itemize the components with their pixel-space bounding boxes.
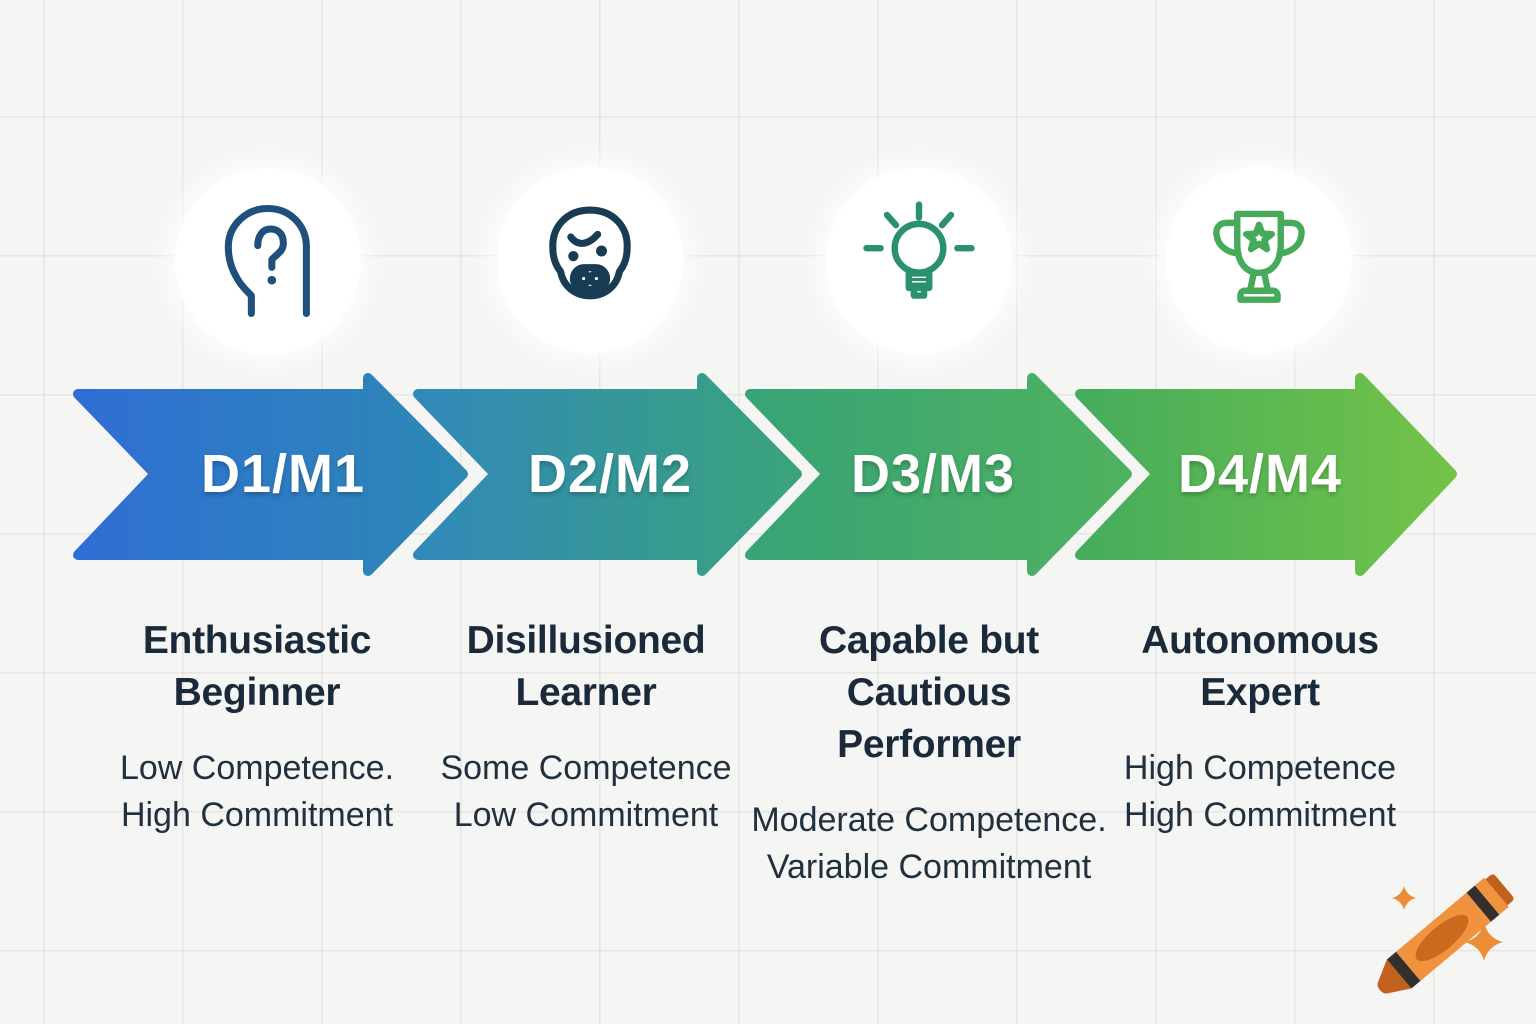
stage2-desc-line2: Low Commitment bbox=[453, 796, 719, 834]
bulb-filament-lines bbox=[907, 273, 931, 286]
stage4-title: Autonomous Expert bbox=[1050, 615, 1470, 719]
stage3-desc-line1: Moderate Competence. bbox=[751, 801, 1107, 839]
stage3-title: Capable but Cautious Performer bbox=[719, 615, 1139, 771]
stage4-title-line1: Autonomous bbox=[1141, 619, 1379, 662]
trophy-outline bbox=[1213, 210, 1305, 303]
stage4-desc-line1: High Competence bbox=[1123, 749, 1397, 787]
head-question-icon bbox=[224, 205, 310, 317]
stage1-desc-line2: High Commitment bbox=[120, 796, 394, 834]
stage1-title-line1: Enthusiastic bbox=[142, 619, 372, 662]
trophy-icon bbox=[1213, 210, 1305, 303]
stage3-desc-line2: Variable Commitment bbox=[766, 848, 1092, 886]
arrow-label-d2: D2/M2 bbox=[527, 444, 693, 504]
crayon-body-group bbox=[1377, 874, 1514, 994]
right-eye bbox=[596, 245, 608, 257]
stage3-description: Moderate Competence. Variable Commitment bbox=[719, 797, 1139, 891]
question-dot bbox=[267, 275, 277, 285]
stage3-title-line1: Capable but bbox=[819, 619, 1039, 662]
stage2-column: Disillusioned Learner Some Competence Lo… bbox=[376, 615, 796, 839]
arrow-d3 bbox=[745, 373, 1132, 576]
left-eye bbox=[568, 251, 579, 262]
arrow-d1 bbox=[73, 373, 468, 576]
stage4-column: Autonomous Expert High Competence High C… bbox=[1050, 615, 1470, 839]
stage2-title: Disillusioned Learner bbox=[376, 615, 796, 719]
stage4-icon-circle bbox=[1166, 167, 1352, 353]
sparkle-large-icon bbox=[1465, 923, 1503, 961]
crayon-tip bbox=[1377, 959, 1412, 994]
arrow-label-d4: D4/M4 bbox=[1177, 444, 1343, 504]
stage3-icon-circle bbox=[826, 168, 1012, 354]
crayon-label-oval bbox=[1415, 914, 1469, 962]
stage1-desc-line1: Low Competence. bbox=[119, 749, 395, 787]
crayon-stripe-front bbox=[1386, 951, 1421, 989]
stage2-icon-circle bbox=[497, 167, 683, 353]
stage3-title-line3: Performer bbox=[837, 723, 1021, 766]
stage1-title: Enthusiastic Beginner bbox=[47, 615, 467, 719]
sparkle-small-icon bbox=[1392, 886, 1416, 910]
crayon-icon bbox=[1377, 874, 1514, 994]
stage3-column: Capable but Cautious Performer Moderate … bbox=[719, 615, 1139, 891]
stage2-title-line2: Learner bbox=[515, 671, 657, 714]
stage2-desc-line1: Some Competence bbox=[440, 749, 732, 787]
stage1-description: Low Competence. High Commitment bbox=[47, 745, 467, 839]
face-outline bbox=[549, 206, 631, 300]
crayon-end-cap bbox=[1485, 874, 1514, 906]
lightbulb-icon bbox=[863, 201, 975, 299]
stage4-desc-line2: High Commitment bbox=[1123, 796, 1397, 834]
crayon-stripe-back bbox=[1466, 885, 1500, 922]
stage1-icon-circle bbox=[175, 168, 361, 354]
crayon-end-body bbox=[1474, 877, 1509, 915]
stage2-description: Some Competence Low Commitment bbox=[376, 745, 796, 839]
stage4-title-line2: Expert bbox=[1200, 671, 1320, 714]
arrow-d4 bbox=[1075, 373, 1457, 576]
stage1-column: Enthusiastic Beginner Low Competence. Hi… bbox=[47, 615, 467, 839]
arrow-label-d3: D3/M3 bbox=[850, 444, 1016, 504]
stage2-title-line1: Disillusioned bbox=[466, 619, 706, 662]
head-outline bbox=[224, 205, 310, 317]
arrow-d2 bbox=[413, 373, 802, 576]
worried-face-icon bbox=[549, 206, 631, 300]
stage3-title-line2: Cautious bbox=[846, 671, 1012, 714]
stage4-description: High Competence High Commitment bbox=[1050, 745, 1470, 839]
arrow-label-d1: D1/M1 bbox=[200, 444, 366, 504]
stage1-title-line2: Beginner bbox=[173, 671, 341, 714]
